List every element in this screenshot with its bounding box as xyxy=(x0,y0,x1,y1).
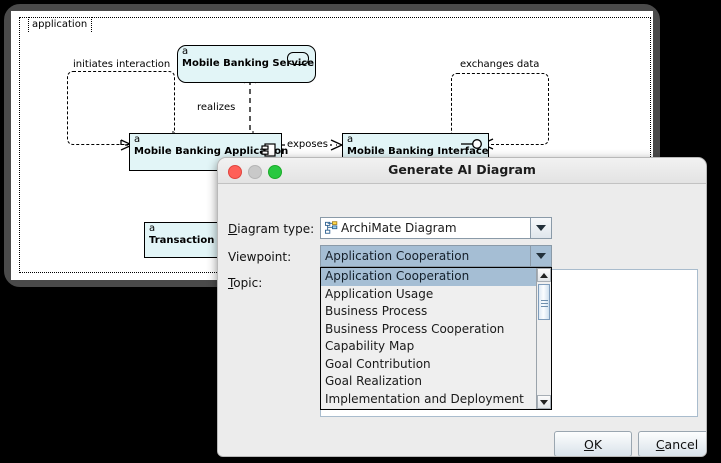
viewpoint-list-scrollbar[interactable] xyxy=(536,268,551,409)
dialog-title: Generate AI Diagram xyxy=(388,162,536,177)
maximize-icon[interactable] xyxy=(268,165,282,179)
chevron-down-icon xyxy=(536,253,546,259)
relationship-box-exchanges-data[interactable] xyxy=(451,73,549,145)
cancel-button-mnemonic: C xyxy=(655,436,665,452)
diagram-type-value: ArchiMate Diagram xyxy=(341,221,457,235)
close-icon[interactable] xyxy=(228,165,242,179)
viewpoint-option-goal-contribution[interactable]: Goal Contribution xyxy=(321,355,536,373)
scroll-up-icon[interactable] xyxy=(537,268,551,282)
ok-button-rest: K xyxy=(593,436,603,452)
viewpoint-option-business-process-cooperation[interactable]: Business Process Cooperation xyxy=(321,320,536,338)
element-letter: a xyxy=(182,46,189,57)
viewpoint-option-implementation-and-deployment[interactable]: Implementation and Deployment xyxy=(321,390,536,408)
scroll-down-icon[interactable] xyxy=(537,395,551,409)
element-name: Transaction Data xyxy=(149,235,245,246)
diagram-type-label-rest: iagram type: xyxy=(237,222,315,236)
diagram-type-value-wrap: ArchiMate Diagram xyxy=(321,218,530,238)
element-mobile-banking-application[interactable]: a Mobile Banking Application xyxy=(129,133,289,171)
scrollbar-thumb[interactable] xyxy=(538,284,550,320)
ok-button-mnemonic: O xyxy=(583,436,594,452)
cancel-button-rest: ancel xyxy=(664,436,699,452)
element-letter: a xyxy=(134,134,141,145)
element-letter: a xyxy=(347,134,354,145)
viewpoint-label: Viewpoint: xyxy=(228,250,292,264)
relationship-label-realizes: realizes xyxy=(195,102,238,114)
relationship-box-initiates-interaction[interactable] xyxy=(67,71,175,145)
viewpoint-option-application-cooperation[interactable]: Application Cooperation xyxy=(321,268,536,286)
archimate-diagram-icon xyxy=(325,221,338,234)
relationship-label-initiates-interaction: initiates interaction xyxy=(71,59,173,71)
element-letter: a xyxy=(149,223,156,234)
element-mobile-banking-service[interactable]: a Mobile Banking Service xyxy=(177,45,316,83)
diagram-type-label: Diagram type: xyxy=(228,222,314,236)
viewpoint-dropdown-list[interactable]: Application Cooperation Application Usag… xyxy=(320,267,552,410)
viewpoint-combobox[interactable]: Application Cooperation xyxy=(320,245,552,267)
diagram-type-combobox[interactable]: ArchiMate Diagram xyxy=(320,217,552,239)
minimize-icon[interactable] xyxy=(248,165,262,179)
grouping-application-label: application xyxy=(28,17,93,32)
component-icon xyxy=(261,143,276,157)
topic-label-rest: opic: xyxy=(233,276,263,290)
diagram-type-dropdown-arrow[interactable] xyxy=(530,218,551,238)
topic-label: Topic: xyxy=(228,276,262,290)
viewpoint-option-business-process[interactable]: Business Process xyxy=(321,303,536,321)
element-name: Mobile Banking Interface xyxy=(347,146,489,157)
generate-ai-diagram-dialog: Generate AI Diagram Diagram type: xyxy=(217,157,707,457)
chevron-down-icon xyxy=(536,225,546,231)
viewpoint-option-list[interactable]: Application Cooperation Application Usag… xyxy=(321,268,536,409)
service-icon xyxy=(287,52,309,65)
ok-button[interactable]: OK xyxy=(554,431,632,456)
interface-icon xyxy=(461,139,482,149)
viewpoint-option-goal-realization[interactable]: Goal Realization xyxy=(321,373,536,391)
dialog-titlebar[interactable]: Generate AI Diagram xyxy=(218,158,706,184)
viewpoint-dropdown-arrow[interactable] xyxy=(530,246,551,266)
viewpoint-option-application-usage[interactable]: Application Usage xyxy=(321,285,536,303)
topic-label-mnemonic: T xyxy=(228,276,234,290)
relationship-label-exposes: exposes xyxy=(285,139,330,151)
diagram-type-label-mnemonic: D xyxy=(228,222,238,236)
cancel-button[interactable]: Cancel xyxy=(638,431,706,456)
viewpoint-value-wrap: Application Cooperation xyxy=(321,246,530,266)
viewpoint-value: Application Cooperation xyxy=(325,249,470,263)
dialog-body: Diagram type: ArchiMate Diagram xyxy=(218,184,706,456)
element-name: Mobile Banking Application xyxy=(134,146,289,157)
relationship-label-exchanges-data: exchanges data xyxy=(458,59,542,71)
viewpoint-option-capability-map[interactable]: Capability Map xyxy=(321,338,536,356)
element-name: Mobile Banking Service xyxy=(182,58,314,69)
